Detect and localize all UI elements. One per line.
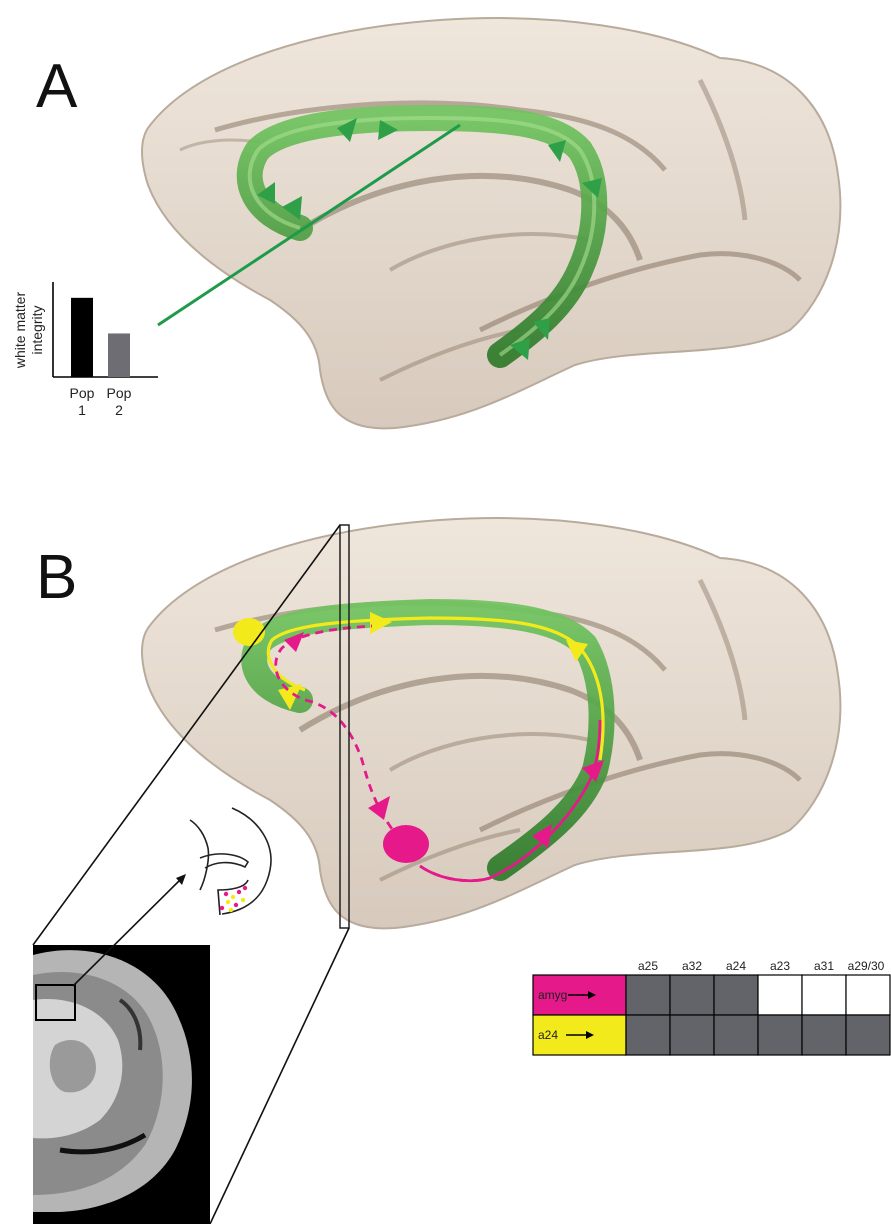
table-col-header: a23 bbox=[770, 959, 790, 973]
table-row-label: amyg bbox=[538, 988, 567, 1002]
x-tick-label-pop1-line1: Pop bbox=[70, 385, 95, 401]
y-axis-label-line2: integrity bbox=[29, 305, 45, 354]
table-cell bbox=[846, 1015, 890, 1055]
y-axis-label-line1: white matter bbox=[12, 292, 28, 370]
magenta-node-amygdala bbox=[383, 825, 429, 863]
panel-a-label: A bbox=[36, 52, 78, 121]
table-cell bbox=[626, 1015, 670, 1055]
x-tick-label-pop2-line2: 2 bbox=[115, 402, 123, 418]
table-cell bbox=[758, 975, 802, 1015]
zoom-line-bottom bbox=[210, 928, 349, 1224]
brain-a bbox=[142, 18, 840, 428]
table-cell bbox=[626, 975, 670, 1015]
table-cell bbox=[714, 1015, 758, 1055]
table-row-label: a24 bbox=[538, 1028, 558, 1042]
table-col-header: a32 bbox=[682, 959, 702, 973]
bar-pop-1 bbox=[71, 298, 93, 377]
table-cell bbox=[802, 975, 846, 1015]
x-tick-label-pop1-line2: 1 bbox=[78, 402, 86, 418]
table-col-header: a25 bbox=[638, 959, 658, 973]
connectivity-table: a25 a32 a24 a23 a31 a29/30 amyg a24 bbox=[533, 959, 890, 1055]
table-col-header: a24 bbox=[726, 959, 746, 973]
table-cell bbox=[670, 1015, 714, 1055]
bar-pop-2 bbox=[108, 333, 130, 377]
table-cells bbox=[626, 975, 890, 1055]
table-cell bbox=[758, 1015, 802, 1055]
panel-b-label: B bbox=[36, 543, 77, 612]
table-col-header: a31 bbox=[814, 959, 834, 973]
table-cell bbox=[670, 975, 714, 1015]
table-cell bbox=[802, 1015, 846, 1055]
yellow-node-a24 bbox=[233, 618, 265, 646]
bar-chart: white matter integrity Pop 1 Pop 2 bbox=[12, 282, 158, 418]
table-cell bbox=[846, 975, 890, 1015]
table-cell bbox=[714, 975, 758, 1015]
x-tick-label-pop2-line1: Pop bbox=[107, 385, 132, 401]
table-col-header: a29/30 bbox=[848, 959, 885, 973]
mri-coronal-slice bbox=[33, 945, 210, 1224]
cortex-sketch bbox=[190, 808, 271, 915]
